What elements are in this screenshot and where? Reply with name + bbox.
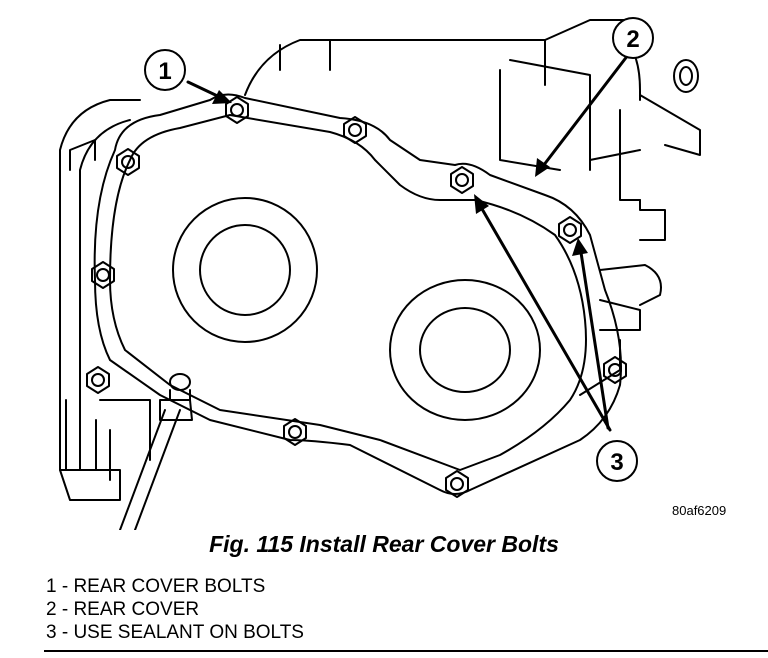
svg-text:2: 2 <box>626 26 639 53</box>
rear-cover <box>93 93 622 495</box>
callout-3: 3 <box>596 440 638 482</box>
rear-cover-illustration: 1 2 3 <box>59 17 701 530</box>
legend-item: 3 - USE SEALANT ON BOLTS <box>46 622 304 643</box>
bolt-head <box>91 261 115 289</box>
bolt-head <box>558 216 582 244</box>
bolt-head <box>445 470 469 498</box>
figure-code: 80af6209 <box>672 503 727 518</box>
figure-caption: Fig. 115 Install Rear Cover Bolts <box>209 531 559 557</box>
legend-item: 2 - REAR COVER <box>46 599 200 620</box>
bolt-head <box>603 356 627 384</box>
bolt-head <box>225 96 249 124</box>
transmission-housing <box>59 19 701 501</box>
legend: 1 - REAR COVER BOLTS 2 - REAR COVER 3 - … <box>46 575 304 644</box>
housing-boss <box>673 59 699 93</box>
callout-1: 1 <box>144 49 186 91</box>
lower-bearing-boss <box>389 279 541 421</box>
upper-bearing-boss <box>172 197 318 343</box>
bolt-group <box>86 96 627 498</box>
bolt-head <box>450 166 474 194</box>
arrow-heads <box>212 90 588 256</box>
callout-2: 2 <box>612 17 654 59</box>
bolt-head <box>283 418 307 446</box>
bottom-rule <box>44 650 768 652</box>
bolt-head <box>343 116 367 144</box>
bolt-head <box>116 148 140 176</box>
svg-text:3: 3 <box>610 449 623 476</box>
cable <box>119 373 193 530</box>
bolt-head <box>86 366 110 394</box>
svg-text:1: 1 <box>158 58 171 85</box>
legend-item: 1 - REAR COVER BOLTS <box>46 576 266 597</box>
callout-arrows <box>186 53 630 432</box>
